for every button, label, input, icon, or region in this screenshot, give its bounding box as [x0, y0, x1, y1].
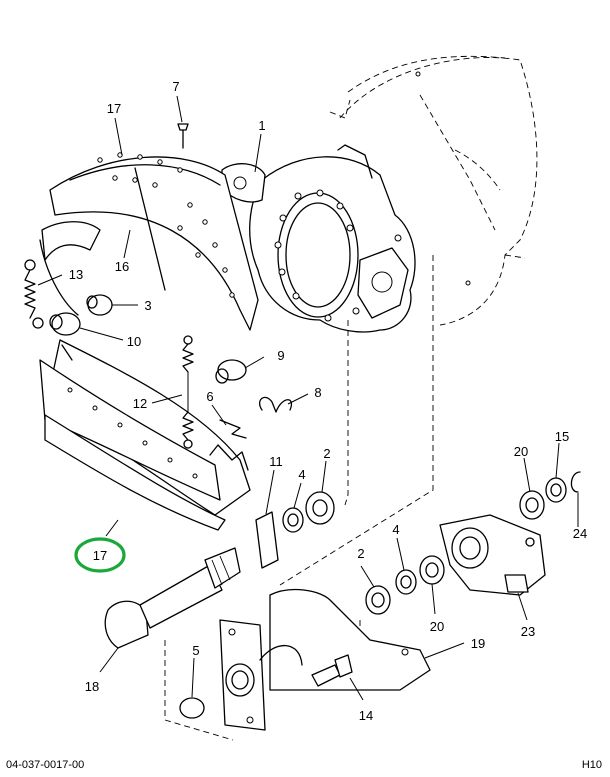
- callouts: 17 7 1 16 13 3 10 9 12 6 8 11 4 2 17 18 …: [69, 79, 587, 723]
- callout-16: 16: [115, 259, 129, 274]
- upper-brake-shoe: [39, 152, 259, 331]
- callout-13: 13: [69, 267, 83, 282]
- camshaft: [104, 547, 241, 649]
- callout-11: 11: [269, 454, 283, 469]
- callout-3: 3: [144, 298, 151, 313]
- roller-bushing: [49, 312, 81, 336]
- mounting-bolt: [311, 654, 353, 687]
- sheet-label: H10: [582, 759, 602, 771]
- callout-4-right: 4: [392, 522, 399, 537]
- callout-20-upper: 20: [514, 444, 528, 459]
- callout-19: 19: [471, 636, 485, 651]
- callout-10: 10: [127, 334, 141, 349]
- highlight-ring: [74, 537, 126, 573]
- adjuster-washers: [519, 471, 581, 520]
- lower-brake-shoe: [39, 339, 251, 531]
- shoe-spring: [182, 335, 194, 449]
- camshaft-seal-stack-left: [255, 491, 335, 569]
- callout-12: 12: [133, 396, 147, 411]
- return-spring: [24, 259, 44, 329]
- snap-ring: [179, 697, 205, 719]
- slack-adjuster: [439, 514, 546, 596]
- callout-6: 6: [206, 389, 213, 404]
- callout-2-left: 2: [323, 446, 330, 461]
- callout-4-left: 4: [298, 467, 305, 482]
- roller-retainer-spring: [258, 396, 293, 413]
- dust-shield: [329, 55, 538, 326]
- callout-20-lower: 20: [430, 619, 444, 634]
- callout-5: 5: [192, 643, 199, 658]
- callout-8: 8: [314, 385, 321, 400]
- retainer-clip: [219, 419, 247, 439]
- drawing-number: 04-037-0017-00: [6, 759, 84, 771]
- callout-24: 24: [573, 526, 587, 541]
- anchor-pin-bushing: [86, 294, 113, 316]
- callout-17-upper: 17: [107, 101, 121, 116]
- mounting-bracket: [219, 588, 431, 731]
- callout-9: 9: [277, 348, 284, 363]
- callout-15: 15: [555, 429, 569, 444]
- camshaft-seal-stack-right: [365, 555, 445, 615]
- cam-roller: [215, 359, 247, 384]
- callout-2-right: 2: [357, 546, 364, 561]
- leader-lines: [37, 95, 579, 701]
- callout-1: 1: [258, 118, 265, 133]
- callout-17-lower: 17: [93, 548, 107, 563]
- callout-23: 23: [521, 624, 535, 639]
- callout-7: 7: [172, 79, 179, 94]
- callout-18: 18: [85, 679, 99, 694]
- anchor-bolt: [177, 123, 189, 149]
- brake-spider: [221, 144, 416, 333]
- callout-14: 14: [359, 708, 373, 723]
